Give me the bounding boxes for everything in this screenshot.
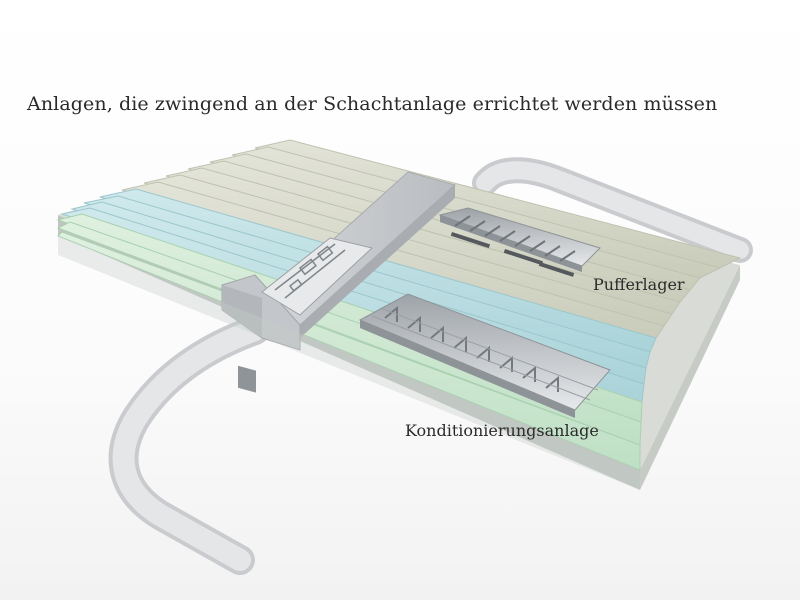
konditionierungsanlage-pit [358,293,611,418]
access-road [108,157,753,575]
shaft-building [221,171,457,393]
label-pufferlager: Pufferlager [593,275,685,294]
pufferlager-pit [438,207,601,277]
label-konditionierungsanlage: Konditionierungsanlage [405,421,599,440]
base-edge-shadow [58,236,640,490]
diagram-title: Anlagen, die zwingend an der Schachtanla… [27,93,718,115]
